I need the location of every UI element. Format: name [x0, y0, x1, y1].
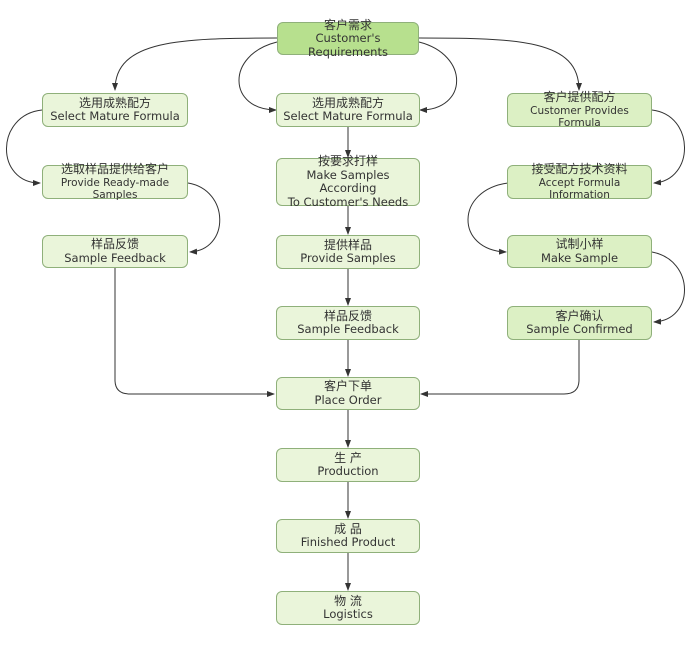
node-center-provide-samples: 提供样品 Provide Samples [276, 235, 420, 269]
node-en-label-line2: To Customer's Needs [287, 195, 409, 210]
node-zh-label: 客户确认 [555, 308, 604, 323]
node-left-select-mature-formula: 选用成熟配方 Select Mature Formula [42, 93, 188, 127]
node-zh-label: 选用成熟配方 [311, 95, 384, 110]
node-zh-label: 样品反馈 [90, 237, 139, 252]
node-zh-label: 提供样品 [323, 237, 372, 252]
node-production: 生 产 Production [276, 448, 420, 482]
node-right-accept-formula-information: 接受配方技术资料 Accept Formula Information [507, 162, 652, 202]
arrow-left1-to-left2 [6, 109, 43, 186]
node-place-order: 客户下单 Place Order [276, 377, 420, 410]
node-en-label: Select Mature Formula [283, 109, 413, 124]
node-zh-label: 客户需求 [323, 17, 372, 32]
node-en-label: Customer Provides Formula [530, 104, 629, 130]
node-en-label: Provide Samples [300, 251, 396, 266]
node-zh-label: 接受配方技术资料 [531, 162, 628, 177]
node-right-make-sample: 试制小样 Make Sample [507, 235, 652, 268]
node-zh-label: 按要求打样 [317, 154, 378, 169]
node-right-customer-provides-formula: 客户提供配方 Customer Provides Formula [507, 90, 652, 130]
node-zh-label: 生 产 [334, 450, 362, 465]
arrow-requirements-to-left1 [112, 37, 278, 91]
node-zh-label: 选取样品提供给客户 [60, 162, 169, 177]
node-en-label-line1: Make Samples According [306, 167, 390, 196]
node-left-provide-ready-made-samples: 选取样品提供给客户 Provide Ready-made Samples [42, 162, 188, 202]
arrow-right2-to-right3 [467, 182, 509, 255]
node-en-label: Sample Feedback [297, 322, 399, 337]
node-en-label: Accept Formula Information [538, 176, 621, 202]
node-en-label: Make Sample [540, 250, 619, 265]
arrow-right3-to-right4 [651, 251, 685, 325]
node-en-label: Sample Feedback [64, 250, 166, 265]
node-en-label: Production [317, 464, 379, 479]
node-en-label: Place Order [314, 392, 382, 407]
arrow-requirements-to-right1 [418, 37, 582, 91]
arrow-requirements-to-center1-b [418, 41, 457, 113]
node-en-label: Finished Product [300, 535, 396, 550]
arrow-right4-to-order [420, 340, 580, 397]
arrow-left3-to-order [114, 268, 275, 397]
node-zh-label: 样品反馈 [323, 308, 372, 323]
node-zh-label: 客户提供配方 [543, 90, 616, 105]
node-zh-label: 选用成熟配方 [78, 95, 151, 110]
node-zh-label: 客户下单 [323, 379, 372, 394]
node-customer-requirements: 客户需求 Customer's Requirements [277, 18, 419, 59]
node-zh-label: 物 流 [334, 593, 362, 608]
node-en-label: Sample Confirmed [526, 322, 633, 337]
node-center-sample-feedback: 样品反馈 Sample Feedback [276, 306, 420, 340]
arrow-requirements-to-center1-a [238, 41, 278, 113]
node-en-label: Select Mature Formula [50, 109, 180, 124]
node-center-select-mature-formula: 选用成熟配方 Select Mature Formula [276, 93, 420, 127]
node-en-label: Customer's Requirements [308, 30, 388, 59]
node-center-make-samples: 按要求打样 Make Samples According To Customer… [276, 154, 420, 209]
node-zh-label: 试制小样 [555, 237, 604, 252]
node-logistics: 物 流 Logistics [276, 591, 420, 625]
node-en-label: Provide Ready-made Samples [60, 176, 170, 202]
arrow-left2-to-left3 [187, 182, 221, 255]
node-left-sample-feedback: 样品反馈 Sample Feedback [42, 235, 188, 268]
node-en-label: Logistics [323, 607, 373, 622]
node-zh-label: 成 品 [334, 521, 362, 536]
arrow-right1-to-right2 [651, 109, 685, 186]
node-finished-product: 成 品 Finished Product [276, 519, 420, 553]
node-right-sample-confirmed: 客户确认 Sample Confirmed [507, 306, 652, 340]
